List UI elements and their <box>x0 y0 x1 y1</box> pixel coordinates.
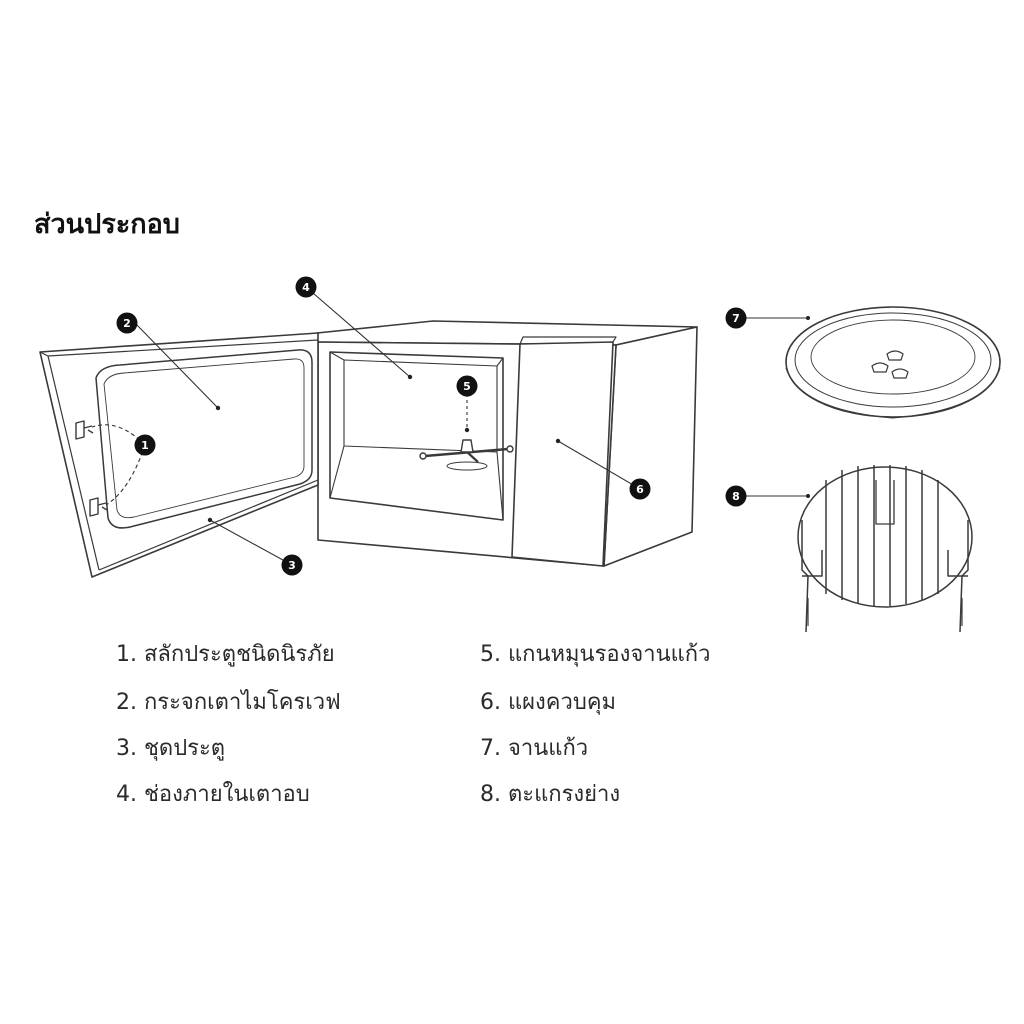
legend-item-5: 5. แกนหมุนรองจานแก้ว <box>480 642 711 667</box>
door-glass <box>95 349 313 529</box>
control-panel <box>511 341 614 567</box>
callout-4: 4 <box>295 276 317 298</box>
microwave-side <box>603 326 698 567</box>
callout-6: 6 <box>629 478 651 500</box>
callout-3: 3 <box>281 554 303 576</box>
callout-6-label: 6 <box>636 483 644 496</box>
callout-5: 5 <box>456 375 478 397</box>
legend-item-3: 3. ชุดประตู <box>116 736 226 761</box>
callout-3-label: 3 <box>288 559 296 572</box>
callout-8-label: 8 <box>732 490 740 503</box>
microwave-illustration <box>316 320 698 567</box>
leader-lines <box>91 286 808 566</box>
callout-2-label: 2 <box>123 317 131 330</box>
callout-7-label: 7 <box>732 312 740 325</box>
legend-item-8: 8. ตะแกรงย่าง <box>480 782 621 807</box>
leader-3 <box>209 519 293 566</box>
legend-item-6: 6. แผงควบคุม <box>480 690 617 715</box>
leader-2 <box>134 322 219 409</box>
glass-tray-illustration <box>785 306 1001 419</box>
callout-8: 8 <box>725 485 747 507</box>
callout-4-label: 4 <box>302 281 310 294</box>
grill-rack-illustration <box>797 465 973 633</box>
callout-badges: 1 2 3 4 5 6 7 8 <box>116 276 747 576</box>
legend-item-1: 1. สลักประตูชนิดนิรภัย <box>116 642 335 667</box>
callout-2: 2 <box>116 312 138 334</box>
callout-1: 1 <box>134 434 156 456</box>
legend-item-2: 2. กระจกเตาไมโครเวฟ <box>116 690 341 715</box>
callout-1-label: 1 <box>141 439 149 452</box>
latch-bottom <box>89 497 108 517</box>
callout-5-label: 5 <box>463 380 471 393</box>
leader-4 <box>305 286 411 378</box>
cavity-opening <box>329 351 504 521</box>
leader-6 <box>557 440 641 490</box>
legend-item-7: 7. จานแก้ว <box>480 736 589 761</box>
legend-item-4: 4. ช่องภายในเตาอบ <box>116 782 310 807</box>
turntable-support <box>419 439 514 471</box>
page-title: ส่วนประกอบ <box>34 209 180 240</box>
callout-7: 7 <box>725 307 747 329</box>
latch-top <box>75 420 94 440</box>
leader-endpoints <box>207 316 810 523</box>
door-illustration <box>39 332 319 578</box>
door-outer <box>39 332 319 578</box>
